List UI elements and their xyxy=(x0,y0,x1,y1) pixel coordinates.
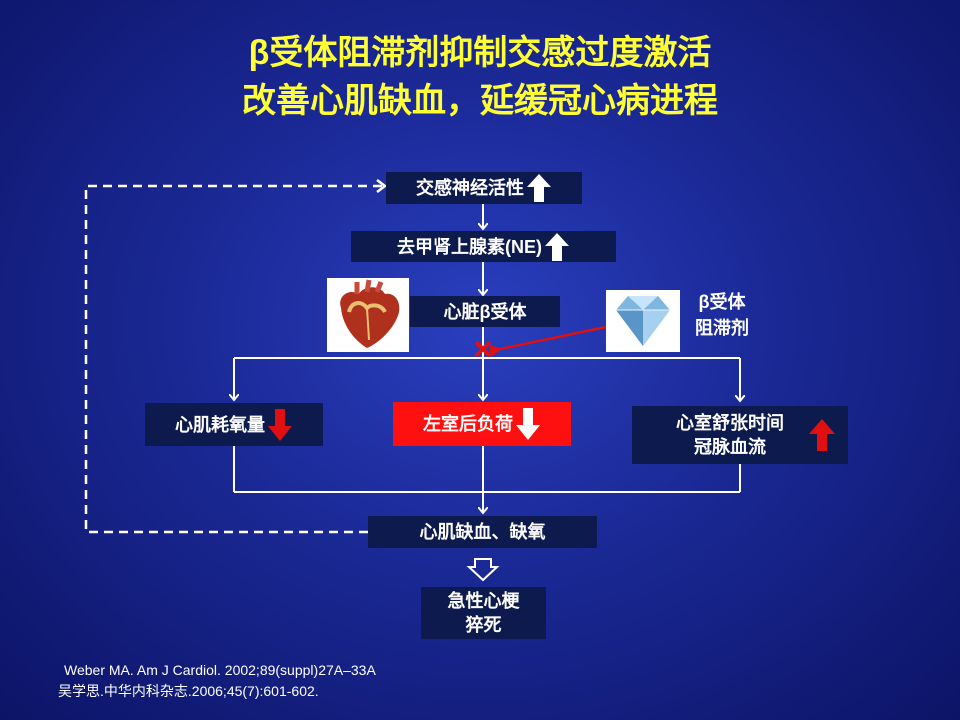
blocker-arrow xyxy=(488,325,607,357)
node-sympathetic-label: 交感神经活性 xyxy=(416,178,524,198)
node-ne: 去甲肾上腺素(NE) xyxy=(351,231,616,262)
blocker-label-line1: β受体 xyxy=(698,292,746,312)
blocker-label-line2: 阻滞剂 xyxy=(695,318,749,338)
x-mark-icon xyxy=(474,340,492,358)
node-oxygen-label: 心肌耗氧量 xyxy=(175,414,265,435)
up-arrow-icon xyxy=(545,232,569,261)
node-ischemia-label: 心肌缺血、缺氧 xyxy=(419,522,546,542)
node-mi-line2: 猝死 xyxy=(465,615,502,635)
heart-image xyxy=(327,278,409,352)
node-ne-label: 去甲肾上腺素(NE) xyxy=(397,236,542,257)
diamond-image xyxy=(606,290,680,352)
node-sympathetic: 交感神经活性 xyxy=(386,172,582,204)
node-diastole: 心室舒张时间 冠脉血流 xyxy=(632,406,848,464)
node-receptor-label: 心脏β受体 xyxy=(443,301,527,322)
feedback-arrowhead xyxy=(376,179,388,193)
node-afterload-label: 左室后负荷 xyxy=(423,414,513,434)
node-ischemia: 心肌缺血、缺氧 xyxy=(368,516,597,548)
blocker-label: β受体 阻滞剂 xyxy=(682,289,762,341)
node-diastole-line2: 冠脉血流 xyxy=(694,437,766,457)
red-up-arrow-icon xyxy=(809,419,835,451)
reference-1: Weber MA. Am J Cardiol. 2002;89(suppl)27… xyxy=(64,662,376,678)
node-afterload: 左室后负荷 xyxy=(393,402,571,446)
node-diastole-line1: 心室舒张时间 xyxy=(676,413,784,433)
title-line-1: β受体阻滞剂抑制交感过度激活 xyxy=(248,34,712,72)
node-receptor: 心脏β受体 xyxy=(410,296,560,327)
hollow-down-arrow-icon xyxy=(466,558,500,582)
node-diastole-text: 心室舒张时间 冠脉血流 xyxy=(676,411,784,459)
title-line-2: 改善心肌缺血，延缓冠心病进程 xyxy=(242,82,718,120)
white-down-arrow-icon xyxy=(516,408,540,440)
node-mi: 急性心梗 猝死 xyxy=(421,587,546,639)
feedback-dashed-line xyxy=(84,184,383,534)
red-down-arrow-icon xyxy=(268,408,292,441)
node-mi-line1: 急性心梗 xyxy=(447,591,520,611)
reference-2: 吴学思.中华内科杂志.2006;45(7):601-602. xyxy=(58,683,319,699)
node-oxygen: 心肌耗氧量 xyxy=(145,403,323,446)
node-mi-text: 急性心梗 猝死 xyxy=(448,589,520,637)
up-arrow-icon xyxy=(527,174,551,202)
